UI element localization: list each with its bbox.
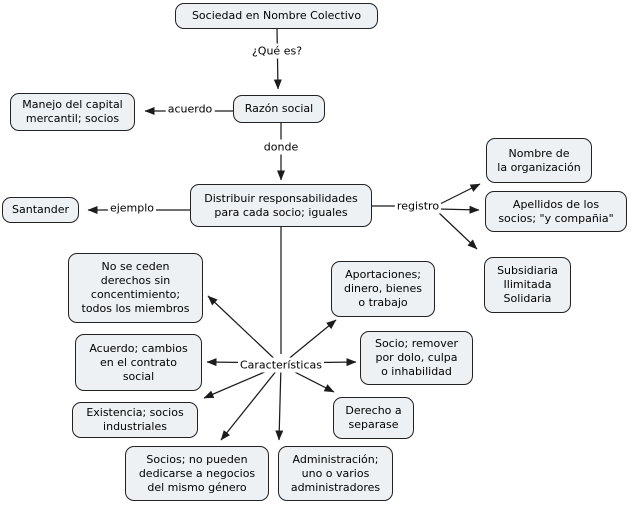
node-sociedad-en-nombre-colectivo[interactable]: Sociedad en Nombre Colectivo bbox=[175, 3, 378, 29]
edge-registro-subsidiaria bbox=[437, 211, 478, 250]
node-subsidiaria-ilimitada-solidaria[interactable]: Subsidiaria Ilimitada Solidaria bbox=[484, 257, 571, 313]
link-label-que-es[interactable]: ¿Qué es? bbox=[249, 43, 305, 59]
edge-caracteristicas-administracion bbox=[275, 364, 284, 441]
edge-caracteristicas-socios-negocios bbox=[220, 364, 282, 441]
node-aportaciones[interactable]: Aportaciones; dinero, bienes o trabajo bbox=[331, 261, 435, 317]
link-label-donde[interactable]: donde bbox=[261, 139, 301, 155]
node-nombre-organizacion[interactable]: Nombre de la organización bbox=[486, 138, 592, 183]
node-santander[interactable]: Santander bbox=[2, 197, 79, 223]
edge-sociedad-razon-social bbox=[273, 28, 282, 90]
link-label-caracteristicas[interactable]: Características bbox=[237, 357, 325, 373]
link-label-acuerdo[interactable]: acuerdo bbox=[165, 101, 215, 117]
edge-registro-apellidos bbox=[437, 205, 480, 214]
node-existencia-socios-industriales[interactable]: Existencia; socios industriales bbox=[72, 402, 198, 438]
link-label-registro[interactable]: registro bbox=[394, 198, 442, 214]
node-razon-social[interactable]: Razón social bbox=[233, 95, 325, 123]
link-label-ejemplo[interactable]: ejemplo bbox=[107, 200, 157, 216]
node-derecho-a-separarse[interactable]: Derecho a separase bbox=[333, 397, 414, 439]
node-distribuir-responsabilidades[interactable]: Distribuir responsabilidades para cada s… bbox=[190, 184, 372, 227]
edge-caracteristicas-no-se-ceden bbox=[207, 295, 282, 366]
node-socios-negocios-mismo-genero[interactable]: Socios; no pueden dedicarse a negocios d… bbox=[125, 446, 269, 501]
node-acuerdo-cambios-contrato[interactable]: Acuerdo; cambios en el contrato social bbox=[75, 334, 202, 391]
node-administracion[interactable]: Administración; uno o varios administrad… bbox=[278, 446, 393, 501]
edge-registro-nombre-org bbox=[437, 183, 481, 206]
node-apellidos-socios[interactable]: Apellidos de los socios; "y compañia" bbox=[485, 191, 627, 232]
node-socio-remover[interactable]: Socio; remover por dolo, culpa o inhabil… bbox=[360, 331, 473, 385]
node-no-se-ceden-derechos[interactable]: No se ceden derechos sin concentimiento;… bbox=[68, 253, 203, 323]
node-manejo-capital[interactable]: Manejo del capital mercantil; socios bbox=[10, 93, 135, 131]
